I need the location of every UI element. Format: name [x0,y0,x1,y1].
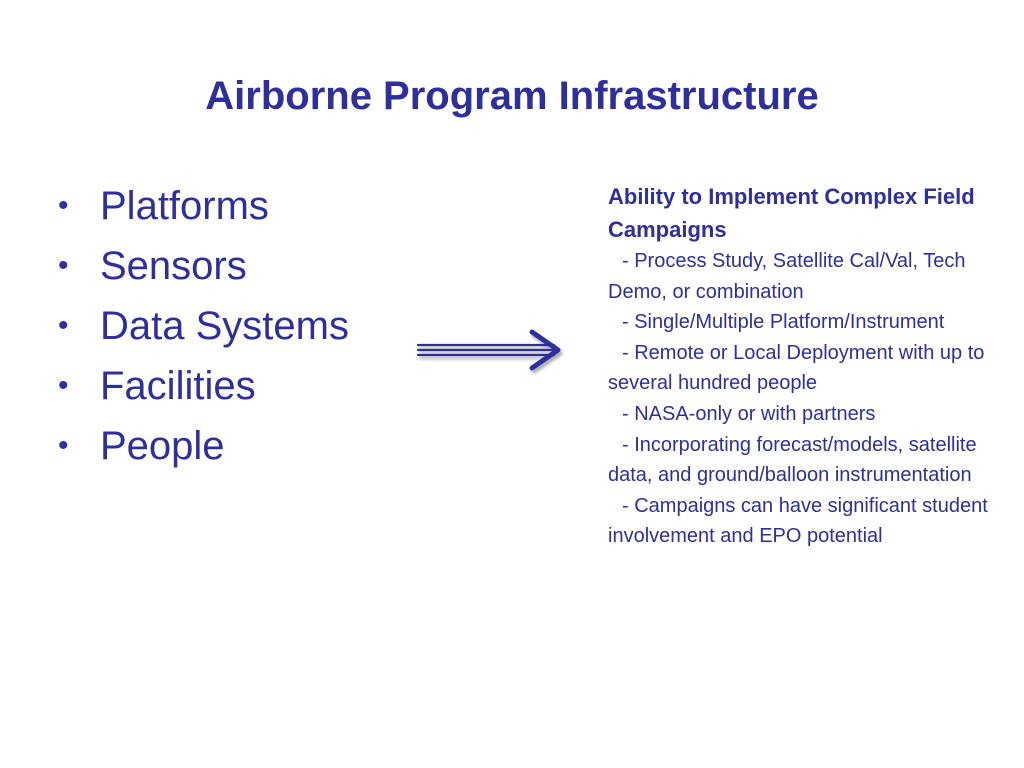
bullet-list: • Platforms • Sensors • Data Systems • Facil… [58,176,349,476]
bullet-item-data-systems: • Data Systems [58,296,349,356]
bullet-item-people: • People [58,416,349,476]
campaign-details: Ability to Implement Complex Field Campa… [608,180,988,552]
right-arrow-icon [416,329,561,371]
details-item-platform-instrument: - Single/Multiple Platform/Instrument [622,311,945,334]
bullet-item-platforms: • Platforms [58,176,349,236]
details-item-process-study: - Process Study, Satellite Cal/Val, Tech… [608,250,966,303]
bullet-label: Facilities [100,364,256,408]
bullet-label: Sensors [100,244,247,288]
bullet-label: People [100,424,225,468]
details-item-student-involvement: - Campaigns can have significant student… [608,494,988,548]
slide-title: Airborne Program Infrastructure [205,74,819,118]
details-heading: Ability to Implement Complex Field Campa… [608,184,975,242]
bullet-label: Data Systems [100,304,349,348]
bullet-dot: • [58,249,69,282]
bullet-dot: • [58,189,69,222]
details-item-partners: - NASA-only or with partners [622,402,876,425]
bullet-dot: • [58,309,69,342]
details-item-incorporating: - Incorporating forecast/models, satelli… [608,433,977,487]
bullet-item-facilities: • Facilities [58,356,349,416]
bullet-label: Platforms [100,184,269,228]
bullet-dot: • [58,369,69,402]
bullet-item-sensors: • Sensors [58,236,349,296]
bullet-dot: • [58,429,69,462]
details-item-deployment: - Remote or Local Deployment with up to … [608,341,985,395]
